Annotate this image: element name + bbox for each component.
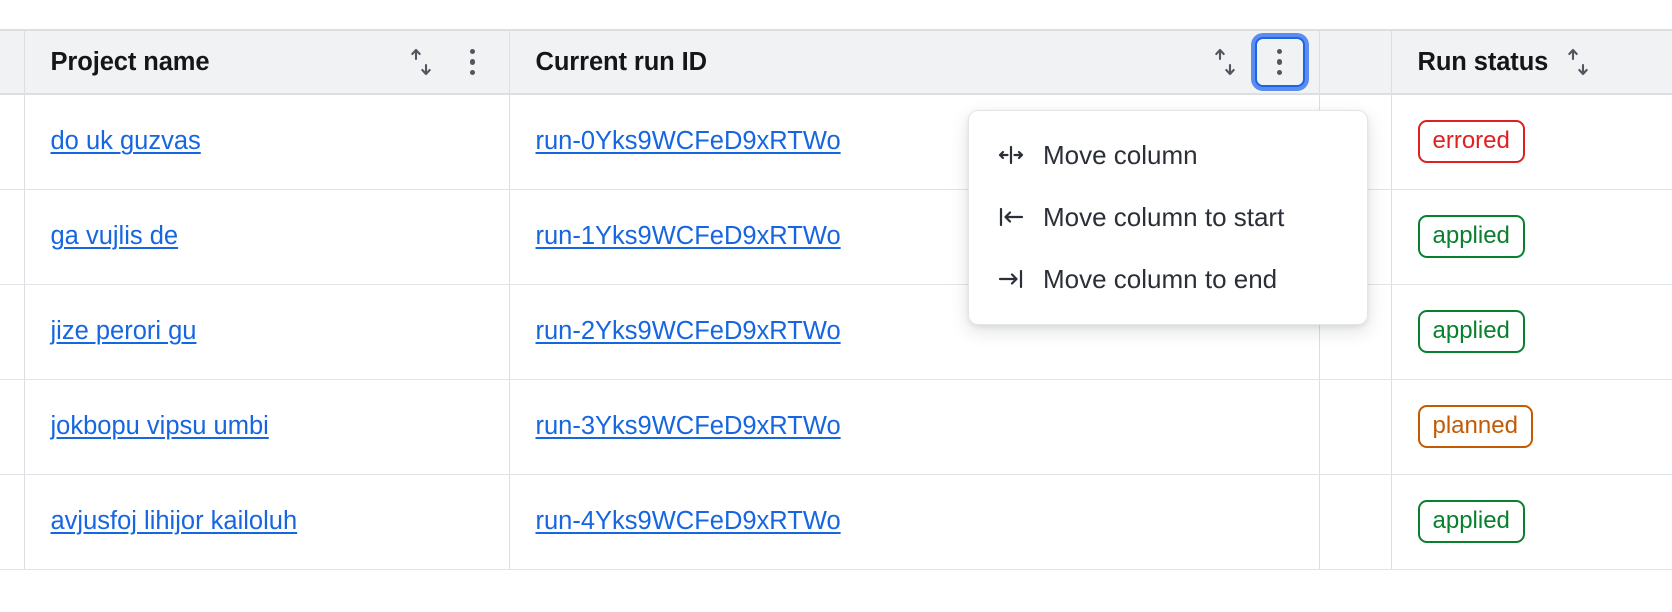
sort-icon-project-name[interactable]	[401, 40, 441, 84]
column-title-current-run-id: Current run ID	[535, 47, 708, 76]
cell-run-status: applied	[1391, 189, 1672, 285]
menu-item-move-column[interactable]: Move column	[969, 124, 1367, 186]
menu-item-label: Move column to end	[1043, 263, 1278, 294]
project-link[interactable]: do uk guzvas	[50, 127, 201, 156]
cell-project-name: ga vujlis de	[24, 189, 510, 285]
row-gutter-cell	[0, 474, 25, 570]
row-gutter-cell	[0, 379, 25, 475]
move-to-end-icon	[996, 268, 1026, 290]
menu-item-label: Move column	[1043, 139, 1198, 170]
status-badge: planned	[1417, 405, 1533, 448]
menu-item-move-column-to-end[interactable]: Move column to end	[969, 248, 1367, 310]
run-id-link[interactable]: run-2Yks9WCFeD9xRTWo	[535, 317, 841, 345]
table-row: avjusfoj lihijor kailoluh run-4Yks9WCFeD…	[0, 474, 1672, 570]
kebab-menu-icon	[1276, 48, 1283, 76]
table-row: ga vujlis de run-1Yks9WCFeD9xRTWo applie…	[0, 189, 1672, 285]
row-gutter-cell	[0, 189, 25, 285]
column-title-run-status: Run status	[1417, 47, 1549, 76]
row-gutter-cell	[0, 94, 25, 190]
column-header-current-run-id: Current run ID	[509, 31, 1320, 95]
column-header-run-status: Run status	[1391, 31, 1672, 95]
projects-table: Project name	[0, 31, 1672, 570]
column-header-spacer	[1319, 31, 1392, 95]
cell-spacer	[1319, 284, 1392, 380]
table-row: do uk guzvas run-0Yks9WCFeD9xRTWo errore…	[0, 94, 1672, 190]
cell-project-name: jokbopu vipsu umbi	[24, 379, 510, 475]
sort-icon-run-status[interactable]	[1558, 40, 1598, 84]
cell-project-name: avjusfoj lihijor kailoluh	[24, 474, 510, 570]
table-row: jokbopu vipsu umbi run-3Yks9WCFeD9xRTWo …	[0, 379, 1672, 475]
run-id-link[interactable]: run-4Yks9WCFeD9xRTWo	[535, 507, 841, 535]
column-context-menu: Move column Move column to start Move co…	[968, 110, 1368, 325]
cell-run-status: applied	[1391, 474, 1672, 570]
run-id-link[interactable]: run-3Yks9WCFeD9xRTWo	[535, 412, 841, 440]
move-to-start-icon	[996, 206, 1026, 228]
data-table-container: Project name	[0, 29, 1672, 570]
table-header-row: Project name	[0, 31, 1672, 95]
move-column-icon	[996, 144, 1026, 166]
status-badge: applied	[1417, 500, 1525, 543]
project-link[interactable]: ga vujlis de	[50, 222, 179, 250]
column-header-project-name: Project name	[24, 31, 510, 95]
menu-item-move-column-to-start[interactable]: Move column to start	[969, 186, 1367, 248]
cell-run-status: planned	[1391, 379, 1672, 475]
kebab-menu-icon	[469, 48, 476, 76]
cell-run-id: run-3Yks9WCFeD9xRTWo	[509, 379, 1320, 475]
table-header: Project name	[0, 31, 1672, 95]
run-id-link[interactable]: run-1Yks9WCFeD9xRTWo	[535, 222, 841, 250]
cell-project-name: jize perori gu	[24, 284, 510, 380]
table-row: jize perori gu run-2Yks9WCFeD9xRTWo appl…	[0, 284, 1672, 380]
table-body: do uk guzvas run-0Yks9WCFeD9xRTWo errore…	[0, 94, 1672, 570]
column-header-gutter	[0, 31, 25, 95]
row-gutter-cell	[0, 284, 25, 380]
column-title-project-name: Project name	[50, 47, 210, 76]
project-link[interactable]: jokbopu vipsu umbi	[50, 412, 269, 440]
menu-item-label: Move column to start	[1043, 201, 1285, 232]
run-id-link[interactable]: run-0Yks9WCFeD9xRTWo	[535, 127, 841, 156]
cell-run-id: run-4Yks9WCFeD9xRTWo	[509, 474, 1320, 570]
cell-run-status: errored	[1391, 94, 1672, 190]
status-badge: errored	[1417, 120, 1525, 164]
status-badge: applied	[1417, 215, 1525, 258]
cell-spacer	[1319, 379, 1392, 475]
cell-project-name: do uk guzvas	[24, 94, 510, 190]
project-link[interactable]: avjusfoj lihijor kailoluh	[50, 507, 298, 535]
status-badge: applied	[1417, 310, 1525, 353]
project-link[interactable]: jize perori gu	[50, 317, 197, 345]
cell-spacer	[1319, 474, 1392, 570]
column-menu-button-project-name[interactable]	[451, 40, 495, 84]
sort-icon-current-run-id[interactable]	[1205, 40, 1245, 84]
cell-run-status: applied	[1391, 284, 1672, 380]
column-menu-button-current-run-id[interactable]	[1254, 37, 1305, 87]
